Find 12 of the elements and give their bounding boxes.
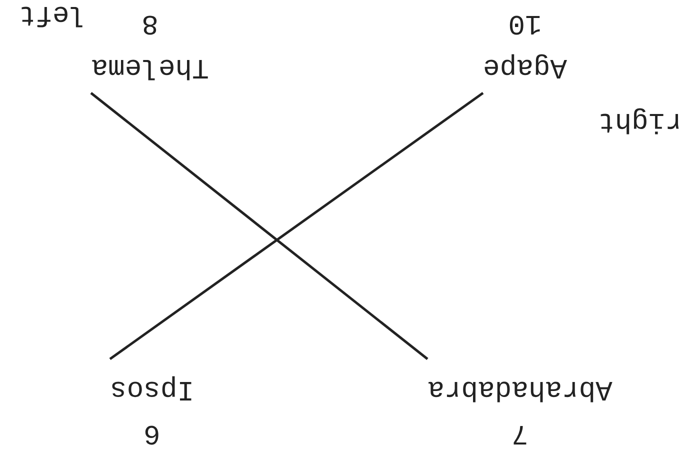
line bbox=[109, 92, 484, 360]
number-label: 7 bbox=[512, 416, 528, 449]
number-label: 6 bbox=[144, 416, 160, 449]
word-label: Thelema bbox=[91, 50, 209, 83]
side-label: left bbox=[18, 0, 86, 30]
number-label: 10 bbox=[508, 6, 542, 39]
side-label: right bbox=[598, 104, 682, 137]
word-label: Ipsos bbox=[110, 372, 194, 405]
word-label: Agape bbox=[483, 50, 567, 83]
word-label: Abrahadabra bbox=[428, 372, 612, 405]
number-label: 8 bbox=[142, 6, 158, 39]
line bbox=[90, 92, 428, 360]
